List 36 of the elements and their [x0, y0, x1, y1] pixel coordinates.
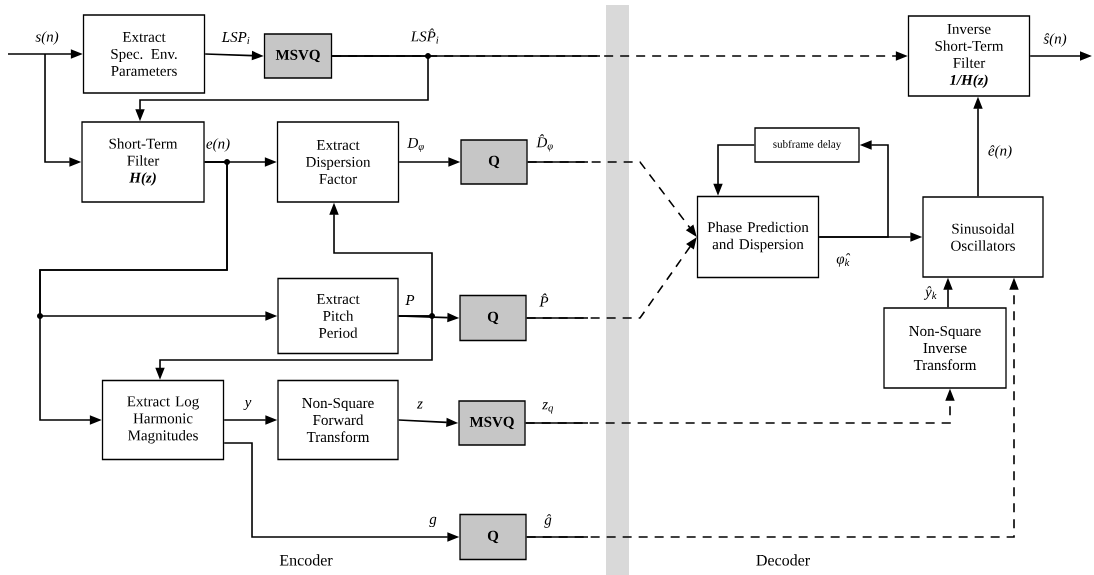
process-box: Non-Square Forward Transform	[277, 379, 399, 461]
process-box: Inverse Short-Term Filter 1/H(z)	[907, 15, 1031, 97]
process-box: Extract Log Harmonic Magnitudes	[101, 379, 225, 461]
process-box: Extract Spec. Env. Parameters	[82, 14, 206, 94]
edge-label: s(n)	[35, 31, 59, 45]
edge-label: ŝ(n)	[1043, 33, 1067, 47]
delay-box: subframe delay	[754, 127, 860, 163]
section-label: Encoder	[279, 554, 333, 566]
edge-label: e(n)	[206, 138, 230, 152]
process-box: Sinusoidal Oscillators	[922, 196, 1044, 278]
quantizer-box: Q	[459, 294, 527, 342]
quantizer-box: MSVQ	[263, 33, 333, 79]
edge-label: P̂	[539, 293, 549, 307]
edge-label: φ̂$_{k}$	[836, 253, 851, 267]
edge-label: y	[243, 399, 252, 411]
edge-label: D$_{φ}$	[407, 137, 424, 153]
process-box: Phase Prediction and Dispersion	[696, 195, 820, 279]
edge-label: LSP$_{i}$	[221, 31, 250, 45]
process-box: Non-Square Inverse Transform	[883, 307, 1007, 389]
edge-label: g	[429, 516, 437, 528]
edge-label: z	[416, 401, 423, 409]
process-box: Extract Pitch Period	[277, 277, 399, 355]
edge-label: ĝ	[544, 514, 552, 528]
section-label: Decoder	[756, 554, 810, 566]
quantizer-box: MSVQ	[458, 400, 526, 446]
quantizer-box: Q	[460, 139, 528, 185]
edge-label: ê(n)	[988, 145, 1012, 159]
process-box: Extract Dispersion Factor	[276, 121, 400, 203]
arrow	[818, 140, 889, 238]
edge-label: D̂$_{φ}$	[536, 134, 553, 152]
edge-label: ŷ$_{k}$	[923, 286, 937, 300]
edge-label: z$_{q}$	[542, 402, 554, 414]
quantizer-box: Q	[459, 513, 527, 561]
process-box: Short-Term Filter H(z)	[81, 121, 205, 203]
edge-label: P	[405, 295, 415, 305]
edge-label: LSP̂$_{i}$	[410, 28, 439, 44]
